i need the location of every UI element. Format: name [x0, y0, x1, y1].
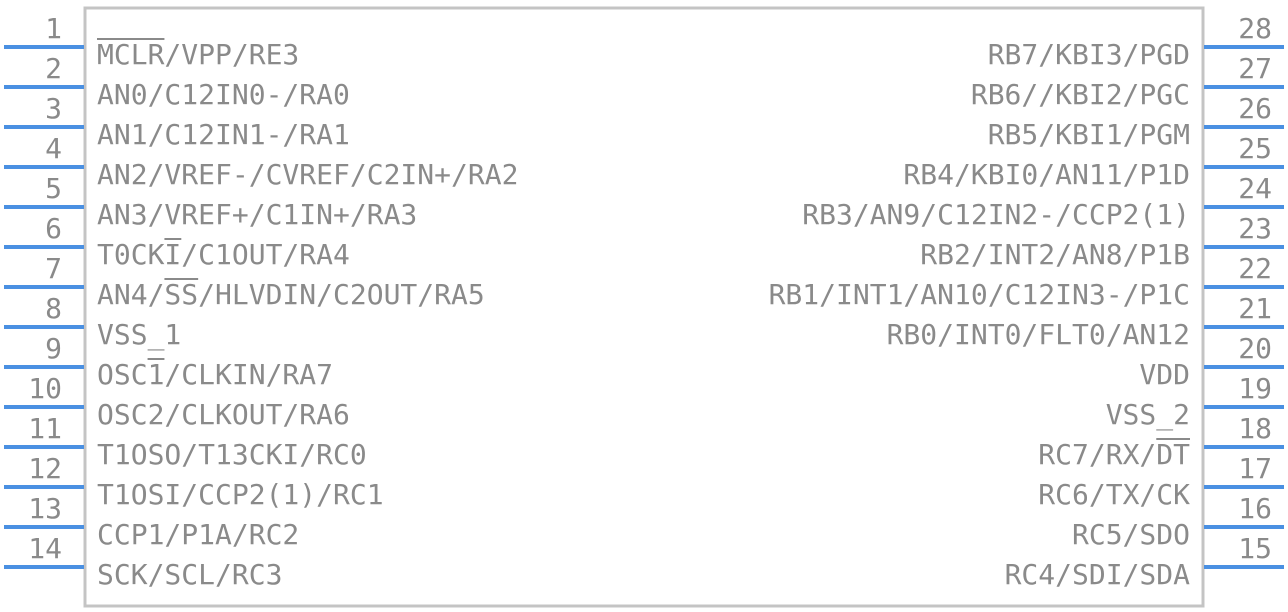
pin-label: SCK/SCL/RC3	[97, 558, 282, 591]
pin-label: AN3/VREF+/C1IN+/RA3	[97, 198, 417, 231]
overbar-group	[97, 38, 1190, 440]
pin-label: RB6//KBI2/PGC	[971, 78, 1190, 111]
pin-number: 17	[1238, 452, 1272, 485]
pin-number: 18	[1238, 412, 1272, 445]
pin-number: 1	[45, 12, 62, 45]
pin-number: 21	[1238, 292, 1272, 325]
pin-label: RB7/KBI3/PGD	[988, 38, 1190, 71]
pin-number: 14	[28, 532, 62, 565]
pin-label: VSS_2	[1106, 398, 1190, 432]
pin-number: 28	[1238, 12, 1272, 45]
pin-label: AN4/SS/HLVDIN/C2OUT/RA5	[97, 278, 485, 311]
pin-number: 11	[28, 412, 62, 445]
pin-number: 8	[45, 292, 62, 325]
pin-number: 13	[28, 492, 62, 525]
pin-label: RB5/KBI1/PGM	[988, 118, 1190, 151]
pin-label: RC6/TX/CK	[1038, 478, 1190, 511]
pin-number: 22	[1238, 252, 1272, 285]
pin-label: RB0/INT0/FLT0/AN12	[887, 318, 1190, 351]
pin-number: 20	[1238, 332, 1272, 365]
pin-label: OSC2/CLKOUT/RA6	[97, 398, 350, 431]
pin-label: T1OSO/T13CKI/RC0	[97, 438, 367, 471]
pin-number: 10	[28, 372, 62, 405]
pin-number: 9	[45, 332, 62, 365]
pin-label: AN1/C12IN1-/RA1	[97, 118, 350, 151]
pin-number: 26	[1238, 92, 1272, 125]
pin-label: RB2/INT2/AN8/P1B	[920, 238, 1190, 271]
pin-label: RC7/RX/DT	[1038, 438, 1190, 471]
pin-number: 3	[45, 92, 62, 125]
pin-number: 15	[1238, 532, 1272, 565]
ic-body	[83, 6, 1205, 608]
pin-number: 4	[45, 132, 62, 165]
pin-label: CCP1/P1A/RC2	[97, 518, 299, 551]
pin-number: 6	[45, 212, 62, 245]
pin-label: MCLR/VPP/RE3	[97, 38, 299, 71]
pin-number: 27	[1238, 52, 1272, 85]
pin-label: T0CKI/C1OUT/RA4	[97, 238, 350, 271]
pin-number: 25	[1238, 132, 1272, 165]
pin-label: OSC1/CLKIN/RA7	[97, 358, 333, 391]
pin-number: 24	[1238, 172, 1272, 205]
pin-label: RB3/AN9/C12IN2-/CCP2(1)	[802, 198, 1190, 231]
pin-label: RC4/SDI/SDA	[1005, 558, 1191, 591]
left-pin-group: 1MCLR/VPP/RE32AN0/C12IN0-/RA03AN1/C12IN1…	[4, 12, 518, 591]
pin-number: 16	[1238, 492, 1272, 525]
pin-label: VSS_1	[97, 318, 181, 352]
pin-number: 23	[1238, 212, 1272, 245]
pin-label: VDD	[1139, 358, 1190, 391]
pin-number: 7	[45, 252, 62, 285]
pin-label: AN0/C12IN0-/RA0	[97, 78, 350, 111]
pin-label: AN2/VREF-/CVREF/C2IN+/RA2	[97, 158, 518, 191]
pin-number: 19	[1238, 372, 1272, 405]
pin-number: 2	[45, 52, 62, 85]
pin-label: T1OSI/CCP2(1)/RC1	[97, 478, 384, 511]
pin-number: 5	[45, 172, 62, 205]
pin-number: 12	[28, 452, 62, 485]
pin-label: RB4/KBI0/AN11/P1D	[903, 158, 1190, 191]
pin-label: RB1/INT1/AN10/C12IN3-/P1C	[769, 278, 1190, 311]
pin-label: RC5/SDO	[1072, 518, 1190, 551]
